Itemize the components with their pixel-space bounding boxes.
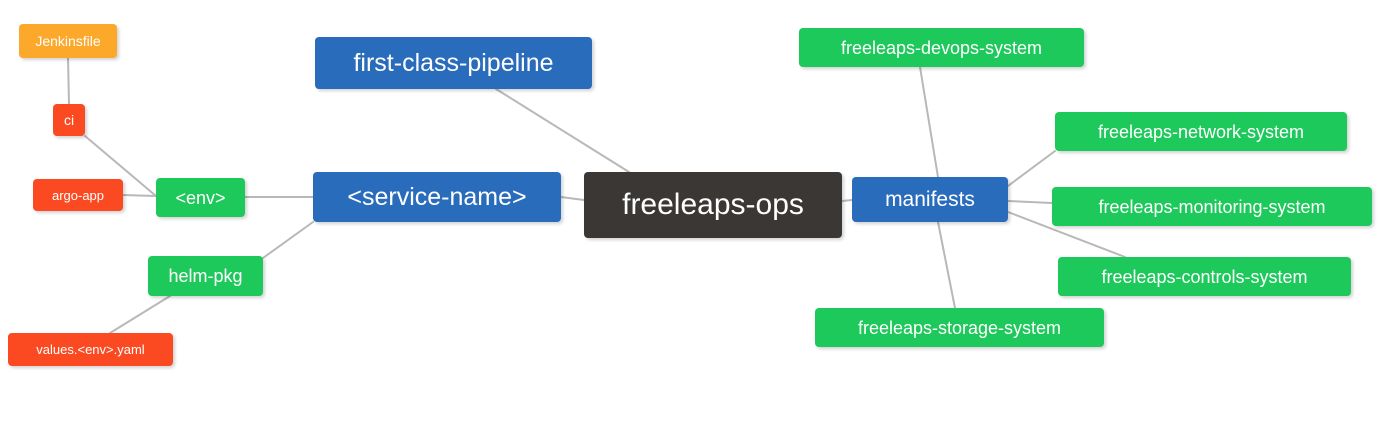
mindmap-node-label-freeleaps-controls-system: freeleaps-controls-system bbox=[1101, 266, 1308, 287]
mindmap-node-freeleaps-storage-system[interactable]: freeleaps-storage-system bbox=[815, 308, 1104, 347]
mindmap-node-label-freeleaps-devops-system: freeleaps-devops-system bbox=[840, 37, 1043, 58]
mindmap-node-label-freeleaps-monitoring-system: freeleaps-monitoring-system bbox=[1098, 196, 1326, 217]
edge-manifests-to-freeleaps-devops-system bbox=[919, 66, 939, 178]
mindmap-node-manifests[interactable]: manifests bbox=[852, 177, 1008, 222]
mindmap-node-label-env: <env> bbox=[175, 187, 226, 208]
edge-freeleaps-ops-to-manifests bbox=[841, 199, 853, 202]
mindmap-node-freeleaps-controls-system[interactable]: freeleaps-controls-system bbox=[1058, 257, 1351, 296]
edge-helm-pkg-to-values-env-yaml bbox=[109, 295, 171, 334]
mindmap-node-label-service-name: <service-name> bbox=[347, 182, 527, 211]
mindmap-node-label-first-class-pipeline: first-class-pipeline bbox=[353, 48, 554, 77]
mindmap-node-freeleaps-ops[interactable]: freeleaps-ops bbox=[584, 172, 842, 238]
mindmap-node-first-class-pipeline[interactable]: first-class-pipeline bbox=[315, 37, 592, 89]
mindmap-node-label-helm-pkg: helm-pkg bbox=[168, 266, 243, 286]
mindmap-node-env[interactable]: <env> bbox=[156, 178, 245, 217]
mindmap-node-label-ci: ci bbox=[63, 112, 75, 128]
mindmap-node-helm-pkg[interactable]: helm-pkg bbox=[148, 256, 263, 296]
mindmap-node-service-name[interactable]: <service-name> bbox=[313, 172, 561, 222]
edge-service-name-to-freeleaps-ops bbox=[560, 196, 585, 201]
mindmap-node-label-argo-app: argo-app bbox=[51, 187, 105, 203]
mindmap-node-freeleaps-monitoring-system[interactable]: freeleaps-monitoring-system bbox=[1052, 187, 1372, 226]
mindmap-node-label-freeleaps-storage-system: freeleaps-storage-system bbox=[857, 317, 1062, 338]
edge-manifests-to-freeleaps-monitoring-system bbox=[1007, 200, 1053, 204]
edge-argo-app-to-env bbox=[122, 194, 157, 197]
mindmap-node-freeleaps-network-system[interactable]: freeleaps-network-system bbox=[1055, 112, 1347, 151]
mindmap-node-label-freeleaps-ops: freeleaps-ops bbox=[622, 188, 804, 221]
mindmap-node-label-jenkinsfile: Jenkinsfile bbox=[35, 33, 101, 49]
mindmap-node-freeleaps-devops-system[interactable]: freeleaps-devops-system bbox=[799, 28, 1084, 67]
mindmap-node-label-manifests: manifests bbox=[885, 188, 975, 211]
edge-manifests-to-freeleaps-network-system bbox=[1007, 150, 1056, 187]
edge-first-class-pipeline-to-freeleaps-ops bbox=[495, 88, 630, 173]
edge-jenkinsfile-to-ci bbox=[67, 57, 70, 105]
mindmap-node-argo-app[interactable]: argo-app bbox=[33, 179, 123, 211]
mindmap-node-jenkinsfile[interactable]: Jenkinsfile bbox=[19, 24, 117, 58]
mindmap-node-values-env-yaml[interactable]: values.<env>.yaml bbox=[8, 333, 173, 366]
mindmap-node-ci[interactable]: ci bbox=[53, 104, 85, 136]
edge-manifests-to-freeleaps-storage-system bbox=[937, 221, 956, 309]
mindmap-node-label-freeleaps-network-system: freeleaps-network-system bbox=[1097, 121, 1305, 142]
edge-service-name-to-helm-pkg bbox=[262, 221, 314, 259]
mindmap-node-label-values-env-yaml: values.<env>.yaml bbox=[36, 342, 145, 357]
